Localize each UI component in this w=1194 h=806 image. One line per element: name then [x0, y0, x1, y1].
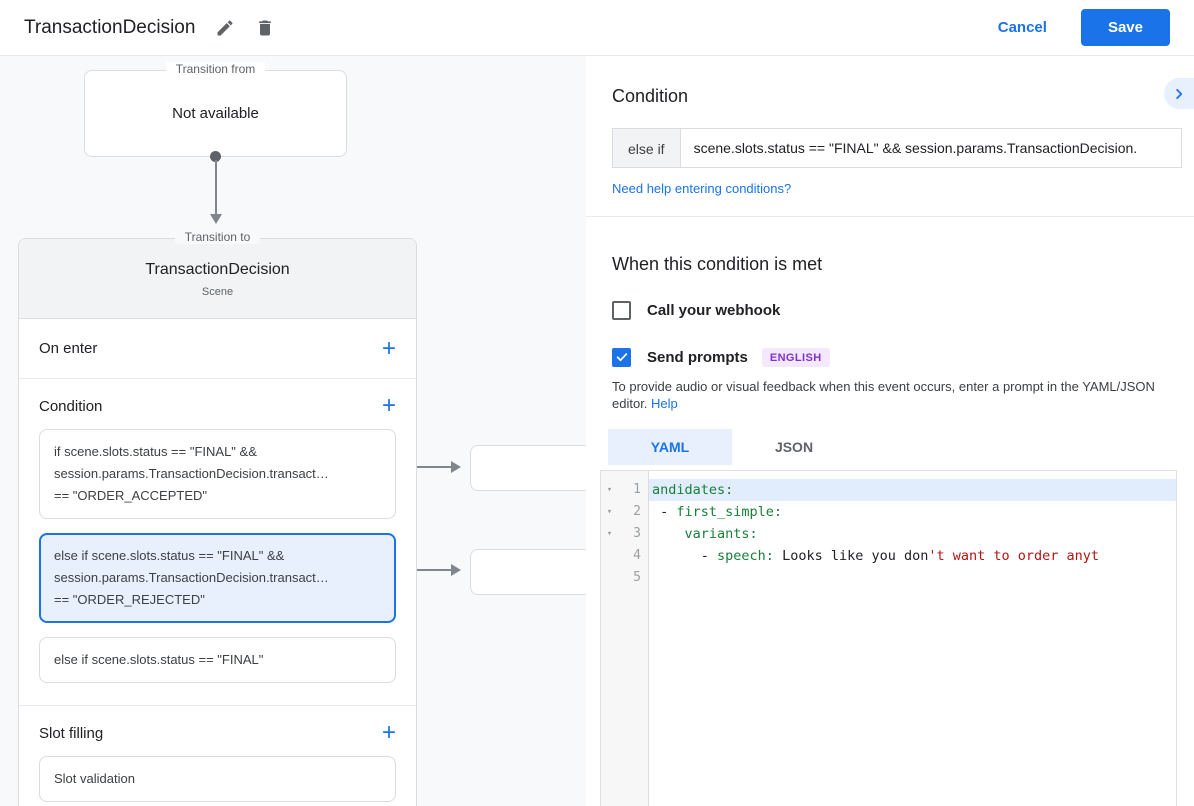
help-link[interactable]: Help — [651, 396, 678, 411]
tab-yaml[interactable]: YAML — [608, 429, 732, 465]
on-enter-label: On enter — [39, 340, 98, 357]
arrow-right-icon — [451, 461, 461, 473]
code-line-2: - first_simple: — [649, 501, 1176, 523]
line-number: 3 — [633, 526, 641, 541]
transition-from-box: Transition from Not available — [84, 62, 347, 157]
condition-editor-panel: Condition else if Need help entering con… — [586, 56, 1194, 806]
prompt-description-text: To provide audio or visual feedback when… — [612, 379, 1155, 411]
slot-validation-card[interactable]: Slot validation — [39, 756, 396, 802]
yaml-code-editor[interactable]: ▾ 1 ▾ 2 ▾ 3 4 5 andidates: - first_simpl — [600, 470, 1177, 806]
editor-gutter: ▾ 1 ▾ 2 ▾ 3 4 5 — [601, 471, 649, 806]
code-token: first_simple: — [676, 504, 783, 520]
scene-type-label: Scene — [201, 286, 234, 298]
fold-arrow-icon[interactable]: ▾ — [606, 507, 613, 517]
code-token — [652, 526, 685, 542]
add-on-enter-button plus-icon[interactable]: + — [381, 334, 396, 362]
transition-target-box[interactable] — [470, 549, 586, 595]
send-prompts-label: Send prompts — [647, 348, 748, 366]
code-token: speech: — [717, 548, 774, 564]
arrow-down-icon — [210, 214, 222, 224]
code-line-4: - speech: Looks like you don't want to o… — [649, 545, 1176, 567]
fold-arrow-icon[interactable]: ▾ — [606, 485, 613, 495]
pencil-icon — [215, 18, 235, 38]
prompt-description: To provide audio or visual feedback when… — [612, 378, 1182, 412]
condition-text: == "ORDER_ACCEPTED" — [54, 488, 207, 503]
webhook-row: Call your webhook — [612, 298, 1182, 322]
code-line-5 — [649, 567, 1176, 589]
condition-section-header: Condition + — [19, 379, 416, 427]
condition-input-row: else if — [612, 128, 1182, 168]
condition-text: session.params.TransactionDecision.trans… — [54, 570, 329, 585]
condition-input[interactable] — [679, 128, 1182, 168]
connector-line — [400, 569, 452, 571]
panel-divider — [586, 216, 1194, 217]
transition-target-box[interactable] — [470, 445, 586, 491]
trash-icon — [255, 18, 275, 38]
editor-tabs: YAML JSON — [608, 429, 1182, 465]
send-prompts-row: Send prompts ENGLISH — [612, 345, 1182, 369]
condition-prefix: else if — [612, 128, 680, 168]
condition-text: else if scene.slots.status == "FINAL" && — [54, 548, 285, 563]
condition-section-label: Condition — [39, 397, 103, 415]
condition-met-title: When this condition is met — [612, 254, 823, 274]
line-number: 2 — [633, 504, 641, 519]
transition-to-card: Transition to TransactionDecision Scene … — [18, 230, 417, 806]
page-title: TransactionDecision — [24, 16, 196, 38]
call-webhook-checkbox[interactable] — [612, 300, 631, 320]
code-line-1: andidates: — [649, 479, 1176, 501]
condition-text: else if scene.slots.status == "FINAL" — [54, 652, 264, 667]
condition-card-order-rejected-selected[interactable]: else if scene.slots.status == "FINAL" &&… — [39, 533, 396, 623]
section-divider — [19, 705, 416, 706]
collapse-panel-button[interactable] — [1164, 78, 1194, 109]
editor-code-area[interactable]: andidates: - first_simple: variants: - s… — [649, 471, 1176, 806]
panel-title: Condition — [612, 86, 689, 106]
condition-text: if scene.slots.status == "FINAL" && — [54, 444, 257, 459]
connector-line — [400, 466, 452, 468]
code-token: - — [652, 504, 677, 520]
condition-text: == "ORDER_REJECTED" — [54, 592, 205, 607]
line-number: 5 — [633, 570, 641, 585]
transition-from-legend: Transition from — [165, 62, 266, 76]
edit-scene-button[interactable] — [215, 18, 235, 38]
code-token: variants: — [684, 526, 758, 542]
language-badge: ENGLISH — [761, 347, 830, 367]
fold-arrow-icon[interactable]: ▾ — [606, 529, 613, 539]
line-number: 4 — [633, 548, 641, 563]
add-condition-button plus-icon[interactable]: + — [381, 392, 396, 419]
condition-card-order-accepted[interactable]: if scene.slots.status == "FINAL" && sess… — [39, 429, 396, 519]
condition-text: session.params.TransactionDecision.trans… — [54, 466, 329, 481]
condition-help-link[interactable]: Need help entering conditions? — [612, 181, 792, 196]
code-token: Looks like you don — [773, 548, 929, 564]
slot-filling-section-header: Slot filling + — [19, 706, 416, 754]
delete-scene-button[interactable] — [255, 18, 275, 38]
code-token: - — [652, 548, 718, 564]
connector-line — [215, 160, 217, 216]
send-prompts-checkbox[interactable] — [612, 347, 631, 367]
condition-card-final[interactable]: else if scene.slots.status == "FINAL" — [39, 637, 396, 683]
scene-graph-canvas: Transition from Not available Transition… — [0, 56, 586, 806]
slot-filling-label: Slot filling — [39, 724, 104, 742]
save-button[interactable]: Save — [1080, 9, 1170, 46]
scene-card-header: TransactionDecision Scene — [19, 239, 416, 319]
chevron-right-icon — [1170, 85, 1188, 103]
code-token: 't want to order anyt — [928, 548, 1100, 564]
check-icon — [615, 350, 629, 364]
code-token: andidates: — [652, 482, 734, 498]
transition-to-legend: Transition to — [174, 230, 261, 244]
add-slot-button plus-icon[interactable]: + — [381, 719, 396, 746]
line-number: 1 — [633, 482, 641, 497]
transition-from-value: Not available — [172, 105, 259, 122]
tab-json[interactable]: JSON — [774, 439, 814, 455]
code-line-3: variants: — [649, 523, 1176, 545]
scene-name: TransactionDecision — [145, 261, 290, 278]
cancel-button[interactable]: Cancel — [997, 19, 1047, 36]
connector-dot — [210, 151, 221, 162]
call-webhook-label: Call your webhook — [647, 301, 781, 319]
slot-card-label: Slot validation — [54, 771, 135, 786]
arrow-right-icon — [451, 564, 461, 576]
top-bar: TransactionDecision Cancel Save — [0, 0, 1194, 56]
on-enter-row: On enter + — [19, 319, 416, 379]
